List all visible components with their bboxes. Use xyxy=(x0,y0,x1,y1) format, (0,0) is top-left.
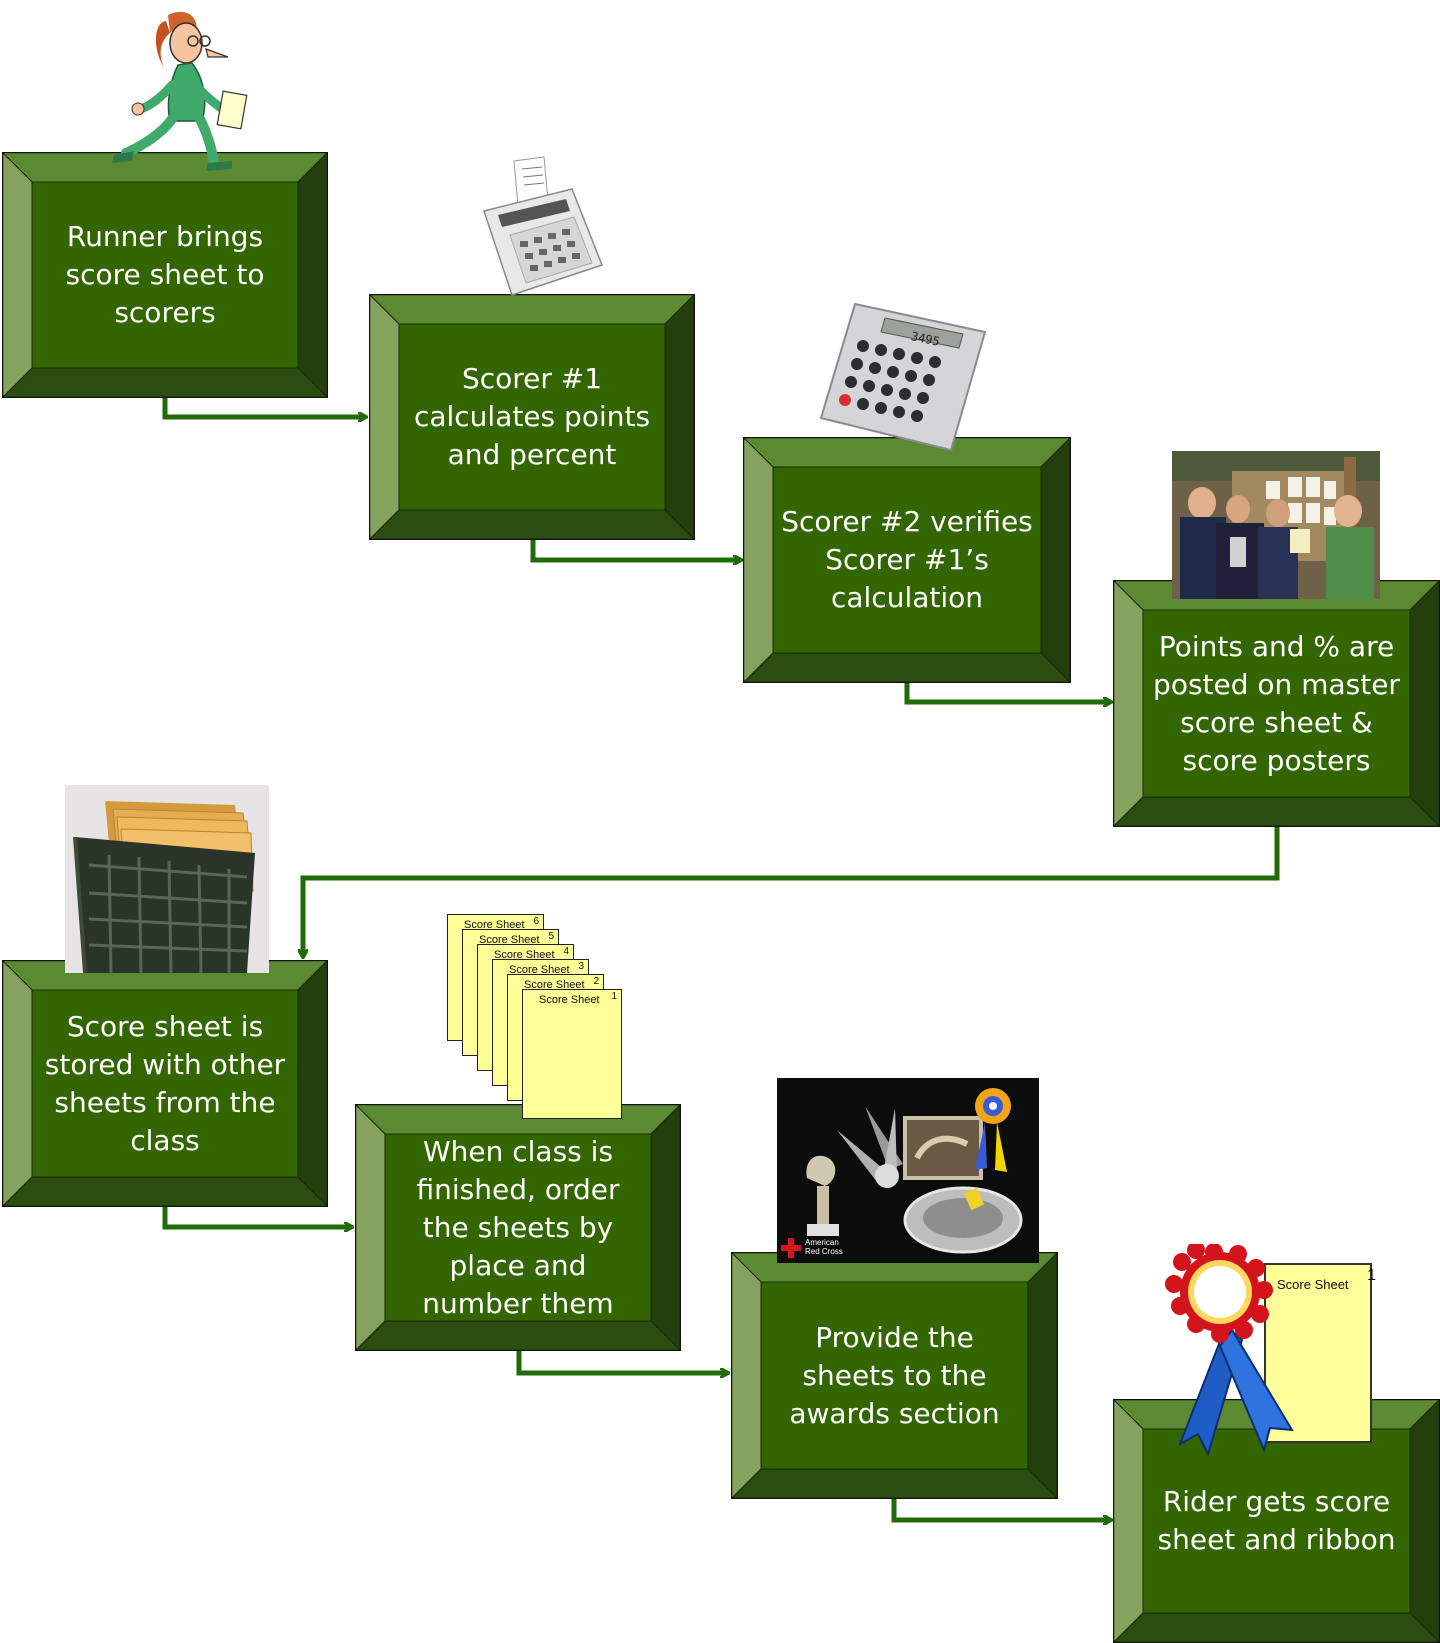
sheet-number: 2 xyxy=(593,976,599,987)
sheet-label: Score Sheet xyxy=(464,919,525,931)
bevel-left xyxy=(743,437,774,683)
bevel-left xyxy=(1113,580,1144,827)
bevel-bottom xyxy=(369,509,695,540)
sheet-label: Score Sheet xyxy=(479,934,540,946)
box-outline xyxy=(355,1104,681,1351)
step-ordered: When class is finished, order the sheets… xyxy=(355,1104,681,1351)
scoreboard-photo xyxy=(1172,451,1380,599)
bevel-left xyxy=(2,152,33,398)
runner-woman-icon xyxy=(108,5,263,177)
step-label: Provide the sheets to the awards section xyxy=(789,1320,1000,1430)
bevel-right xyxy=(664,294,695,540)
box-outline xyxy=(369,294,695,540)
arrow-posted-to-stored xyxy=(303,826,1280,957)
bevel-right xyxy=(297,152,328,398)
sheet-number: 4 xyxy=(563,946,569,957)
step-label: Runner brings score sheet to scorers xyxy=(65,220,265,329)
file-box-photo xyxy=(65,785,269,973)
sheet-label: Score Sheet xyxy=(509,964,570,976)
sheet-1: Score Sheet 1 xyxy=(522,989,622,1119)
step-rider: Rider gets score sheet and ribbon xyxy=(1113,1399,1440,1643)
box-face xyxy=(398,323,666,511)
sheet-number: 3 xyxy=(578,961,584,972)
step-posted: Points and % are posted on master score … xyxy=(1113,580,1440,827)
awards-photo-caption: American Red Cross xyxy=(805,1238,843,1256)
arrow-awards-to-rider xyxy=(891,1498,1111,1520)
bevel-frame xyxy=(743,437,1071,683)
box-face xyxy=(760,1281,1029,1470)
stacked-score-sheets: Score Sheet 6 Score Sheet 5 Score Sheet … xyxy=(445,912,629,1124)
box-face xyxy=(772,466,1042,654)
bevel-frame xyxy=(369,294,695,540)
arrow-stored-to-ordered xyxy=(162,1207,352,1227)
sheet-label: Score Sheet xyxy=(1277,1277,1349,1292)
bevel-left xyxy=(1113,1399,1144,1643)
awards-photo: American Red Cross xyxy=(777,1078,1039,1263)
sheet-number: 1 xyxy=(1367,1267,1376,1284)
adding-machine-icon xyxy=(470,155,610,305)
calculator-icon: 3495 xyxy=(815,298,990,458)
bevel-bottom xyxy=(743,652,1071,683)
step-label: When class is finished, order the sheets… xyxy=(416,1134,620,1320)
arrow-scorer1-to-scorer2 xyxy=(530,540,741,560)
step-awards: Provide the sheets to the awards section xyxy=(731,1252,1058,1499)
bevel-right xyxy=(1040,437,1071,683)
step-label: Scorer #2 verifies Scorer #1’s calculati… xyxy=(781,505,1033,614)
bevel-left xyxy=(369,294,400,540)
bevel-left xyxy=(731,1252,762,1499)
bevel-bottom xyxy=(355,1320,681,1351)
bevel-frame xyxy=(731,1252,1058,1499)
step-label: Scorer #1 calculates points and percent xyxy=(413,362,651,471)
sheet-number: 5 xyxy=(548,931,554,942)
bevel-frame xyxy=(2,960,328,1207)
bevel-bottom xyxy=(2,1176,328,1207)
sheet-number: 1 xyxy=(611,991,617,1002)
box-face xyxy=(1142,1428,1411,1614)
calculator-display: 3495 xyxy=(910,329,941,349)
step-stored: Score sheet is stored with other sheets … xyxy=(2,960,328,1207)
bevel-frame xyxy=(2,152,328,398)
ribbon-icon xyxy=(1162,1241,1312,1464)
bevel-bottom xyxy=(731,1468,1058,1499)
box-outline xyxy=(2,152,328,398)
sheet-label: Score Sheet xyxy=(494,949,555,961)
step-runner: Runner brings score sheet to scorers xyxy=(2,152,328,398)
bevel-left xyxy=(355,1104,386,1351)
step-scorer2: Scorer #2 verifies Scorer #1’s calculati… xyxy=(743,437,1071,683)
bevel-bottom xyxy=(1113,796,1440,827)
box-face xyxy=(31,181,299,369)
step-scorer1: Scorer #1 calculates points and percent xyxy=(369,294,695,540)
arrow-scorer2-to-posted xyxy=(904,682,1111,702)
step-label: Points and % are posted on master score … xyxy=(1153,629,1400,777)
red-cross-icon xyxy=(781,1238,801,1258)
bevel-right xyxy=(650,1104,681,1351)
sheet-label: Score Sheet xyxy=(524,979,585,991)
box-face xyxy=(384,1133,652,1322)
bevel-right xyxy=(1027,1252,1058,1499)
step-label: Score sheet is stored with other sheets … xyxy=(44,1009,286,1157)
bevel-left xyxy=(2,960,33,1207)
step-label: Rider gets score sheet and ribbon xyxy=(1157,1485,1396,1556)
box-face xyxy=(31,989,299,1178)
arrow-ordered-to-awards xyxy=(516,1350,728,1373)
bevel-right xyxy=(1409,1399,1440,1643)
box-face xyxy=(1142,609,1411,798)
bevel-right xyxy=(1409,580,1440,827)
sheet-number: 6 xyxy=(533,916,539,927)
bevel-bottom xyxy=(1113,1612,1440,1643)
arrow-runner-to-scorer1 xyxy=(162,397,366,417)
sheet-label: Score Sheet xyxy=(539,994,600,1006)
bevel-right xyxy=(297,960,328,1207)
bevel-bottom xyxy=(2,367,328,398)
